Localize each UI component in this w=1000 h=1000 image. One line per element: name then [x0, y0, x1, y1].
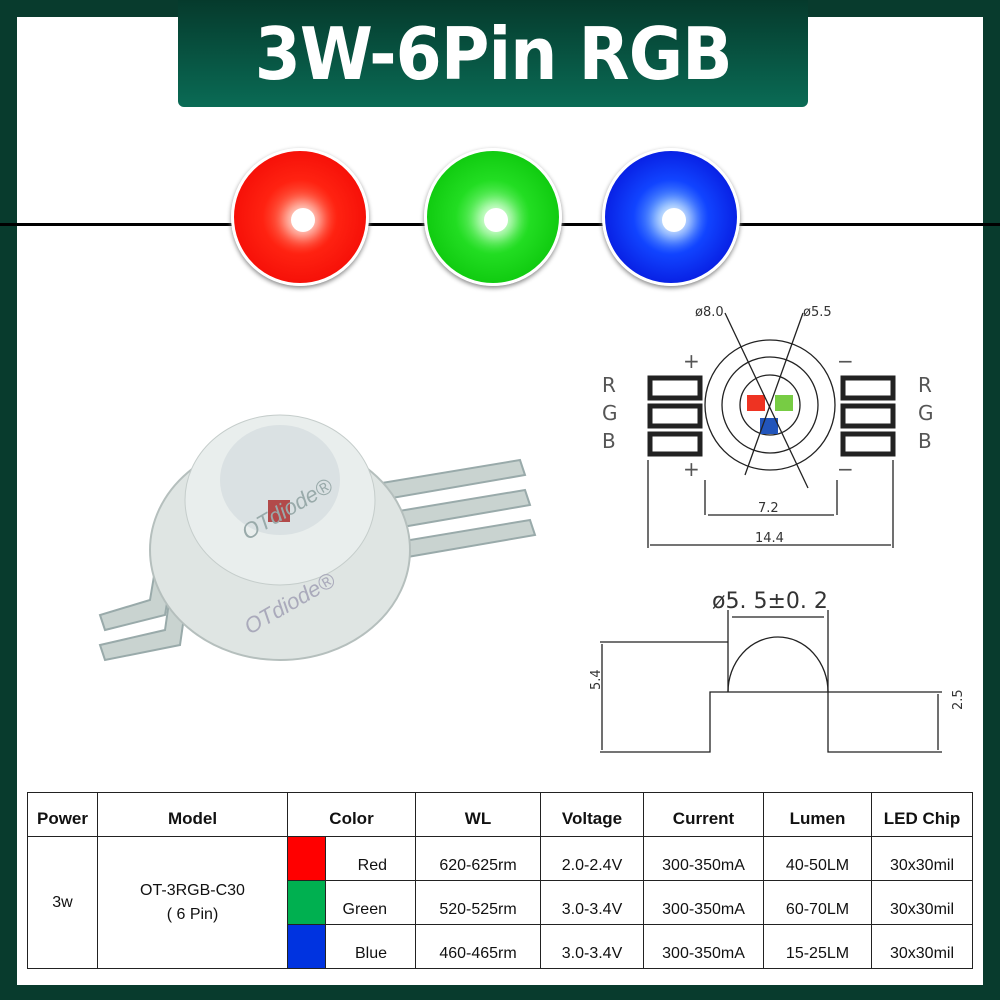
chip-cell: 30x30mil: [871, 836, 973, 881]
page-title: 3W-6Pin RGB: [254, 11, 733, 96]
pin-label-r: R: [918, 373, 932, 397]
blue-swatch: [287, 924, 326, 969]
dimension-drawing: ø8.0 ø5.5 7.2 14.4 ø5. 5±0. 2 5.4 2.5 RG…: [589, 305, 966, 753]
dim-outer-diameter: ø8.0: [695, 305, 724, 320]
header-current: Current: [643, 792, 764, 837]
minus-label: −: [837, 457, 854, 481]
dim-total-width: 14.4: [755, 531, 784, 546]
red-swatch: [287, 836, 326, 881]
pin-label-g: G: [918, 401, 934, 425]
color-cell: Green: [325, 880, 416, 925]
pin-label-g: G: [602, 401, 618, 425]
power-cell: 3w: [27, 836, 98, 969]
current-cell: 300-350mA: [643, 924, 764, 969]
plus-label: +: [683, 457, 700, 481]
dim-lens: ø5. 5±0. 2: [712, 589, 828, 614]
current-cell: 300-350mA: [643, 836, 764, 881]
header-led-chip: LED Chip: [871, 792, 973, 837]
dim-height-total: 5.4: [589, 669, 604, 690]
dim-height-base: 2.5: [951, 689, 966, 710]
minus-label: −: [837, 349, 854, 373]
header-power: Power: [27, 792, 98, 837]
lumen-cell: 15-25LM: [763, 924, 872, 969]
dim-inner-width: 7.2: [758, 501, 779, 516]
voltage-cell: 2.0-2.4V: [540, 836, 644, 881]
table-header-row: Power Model Color WL Voltage Current Lum…: [27, 792, 973, 837]
color-cell: Red: [325, 836, 416, 881]
led-product-photo: OTdiode® OTdiode®: [98, 414, 537, 662]
wl-cell: 620-625rm: [415, 836, 541, 881]
wl-cell: 460-465rm: [415, 924, 541, 969]
green-swatch: [287, 880, 326, 925]
current-cell: 300-350mA: [643, 880, 764, 925]
lumen-cell: 40-50LM: [763, 836, 872, 881]
model-note: ( 6 Pin): [166, 905, 219, 923]
chip-cell: 30x30mil: [871, 924, 973, 969]
model-cell: OT-3RGB-C30 ( 6 Pin): [97, 836, 288, 969]
header-model: Model: [97, 792, 288, 837]
color-cell: Blue: [325, 924, 416, 969]
dim-inner-diameter: ø5.5: [803, 305, 832, 320]
green-led-photo: [424, 148, 562, 286]
pin-label-b: B: [918, 429, 932, 453]
header-color: Color: [287, 792, 416, 837]
wl-cell: 520-525rm: [415, 880, 541, 925]
header-lumen: Lumen: [763, 792, 872, 837]
plus-label: +: [683, 349, 700, 373]
header-voltage: Voltage: [540, 792, 644, 837]
lumen-cell: 60-70LM: [763, 880, 872, 925]
pin-label-r: R: [602, 373, 616, 397]
header-wl: WL: [415, 792, 541, 837]
voltage-cell: 3.0-3.4V: [540, 924, 644, 969]
chip-cell: 30x30mil: [871, 880, 973, 925]
red-led-photo: [231, 148, 369, 286]
model-name: OT-3RGB-C30: [140, 881, 245, 899]
pin-label-b: B: [602, 429, 616, 453]
blue-led-photo: [602, 148, 740, 286]
voltage-cell: 3.0-3.4V: [540, 880, 644, 925]
spec-table: Power Model Color WL Voltage Current Lum…: [27, 792, 973, 969]
title-banner: 3W-6Pin RGB: [178, 0, 808, 107]
